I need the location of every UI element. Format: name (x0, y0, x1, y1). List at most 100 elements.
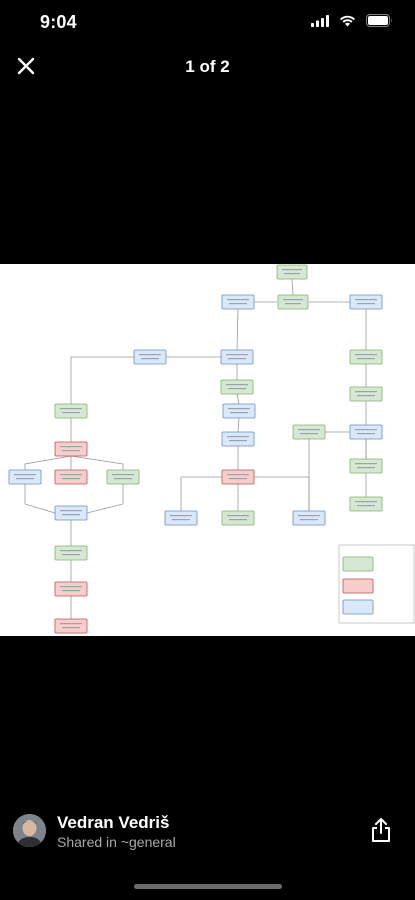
node-text-placeholder (60, 550, 82, 552)
shared-image[interactable] (0, 264, 415, 636)
node-text-placeholder (355, 391, 377, 393)
avatar[interactable] (13, 814, 46, 847)
node-text-placeholder (60, 474, 82, 476)
legend-swatch (342, 578, 374, 594)
viewer-top-bar: 1 of 2 (0, 48, 415, 88)
node-text-placeholder (357, 433, 375, 435)
flowchart-node (221, 431, 255, 447)
diagram-legend (338, 544, 415, 624)
node-text-placeholder (298, 429, 320, 431)
flowchart-node (54, 403, 88, 419)
shared-in-channel: Shared in ~general (57, 834, 176, 850)
flowchart-node (54, 581, 88, 597)
node-text-placeholder (284, 273, 300, 275)
share-icon (370, 817, 392, 848)
node-text-placeholder (228, 388, 246, 390)
flowchart-connector (86, 484, 124, 514)
flowchart-connector (236, 393, 240, 405)
node-text-placeholder (60, 408, 82, 410)
node-text-placeholder (226, 354, 248, 356)
node-text-placeholder (357, 358, 375, 360)
flowchart-node (292, 510, 326, 526)
status-bar: 9:04 (0, 0, 415, 48)
user-name: Vedran Vedriš (57, 813, 170, 832)
node-text-placeholder (60, 446, 82, 448)
flowchart-node (276, 264, 308, 280)
flowchart-node (349, 386, 383, 402)
node-text-placeholder (230, 412, 248, 414)
node-text-placeholder (114, 478, 132, 480)
node-text-placeholder (227, 515, 249, 517)
flowchart-connector (70, 455, 124, 470)
node-text-placeholder (112, 474, 134, 476)
flowchart-node (221, 469, 255, 485)
node-text-placeholder (300, 433, 318, 435)
flowchart-node (349, 349, 383, 365)
node-text-placeholder (228, 358, 246, 360)
flowchart-connector (254, 476, 310, 511)
legend-swatch (342, 599, 374, 615)
flowchart-node (292, 424, 326, 440)
flowchart-node (54, 441, 88, 457)
node-text-placeholder (62, 412, 80, 414)
flowchart-node (220, 349, 254, 365)
node-text-placeholder (227, 474, 249, 476)
close-button[interactable] (10, 52, 42, 84)
flowchart-node (54, 505, 88, 521)
cellular-signal-icon (311, 14, 329, 27)
flowchart-node (349, 458, 383, 474)
legend-swatch (342, 556, 374, 572)
footer: Vedran Vedriš Shared in ~general (0, 806, 415, 866)
node-text-placeholder (229, 303, 247, 305)
battery-icon (366, 14, 393, 27)
flowchart-node (221, 510, 255, 526)
node-text-placeholder (282, 269, 302, 271)
node-text-placeholder (62, 627, 80, 629)
flowchart-connector (180, 476, 222, 511)
node-text-placeholder (227, 299, 249, 301)
flowchart-node (349, 294, 383, 310)
node-text-placeholder (62, 590, 80, 592)
flowchart-node (222, 403, 256, 419)
home-indicator (134, 884, 282, 889)
flowchart-node (164, 510, 198, 526)
node-text-placeholder (357, 395, 375, 397)
flowchart-connector (291, 278, 294, 296)
status-time: 9:04 (40, 12, 77, 32)
node-text-placeholder (62, 514, 80, 516)
flowchart-node (349, 496, 383, 512)
flowchart-connector (24, 484, 56, 514)
flowchart-connector (24, 455, 72, 470)
node-text-placeholder (355, 429, 377, 431)
node-text-placeholder (357, 303, 375, 305)
node-text-placeholder (226, 384, 248, 386)
node-text-placeholder (14, 474, 36, 476)
node-text-placeholder (60, 510, 82, 512)
flowchart-node (54, 618, 88, 634)
node-text-placeholder (285, 303, 301, 305)
flowchart-node (133, 349, 167, 365)
node-text-placeholder (355, 463, 377, 465)
node-text-placeholder (16, 478, 34, 480)
node-text-placeholder (141, 358, 159, 360)
node-text-placeholder (60, 623, 82, 625)
node-text-placeholder (355, 501, 377, 503)
node-text-placeholder (139, 354, 161, 356)
node-text-placeholder (227, 436, 249, 438)
node-text-placeholder (229, 440, 247, 442)
flowchart-connector (236, 308, 239, 351)
node-text-placeholder (62, 450, 80, 452)
node-text-placeholder (228, 408, 250, 410)
flowchart-node (54, 545, 88, 561)
flowchart-node (8, 469, 42, 485)
flowchart-node (221, 294, 255, 310)
close-icon (17, 57, 35, 80)
node-text-placeholder (357, 467, 375, 469)
page-indicator: 1 of 2 (185, 57, 230, 76)
node-text-placeholder (229, 519, 247, 521)
node-text-placeholder (357, 505, 375, 507)
node-text-placeholder (300, 519, 318, 521)
node-text-placeholder (283, 299, 303, 301)
flowchart-connector (237, 417, 240, 433)
share-button[interactable] (367, 817, 395, 848)
